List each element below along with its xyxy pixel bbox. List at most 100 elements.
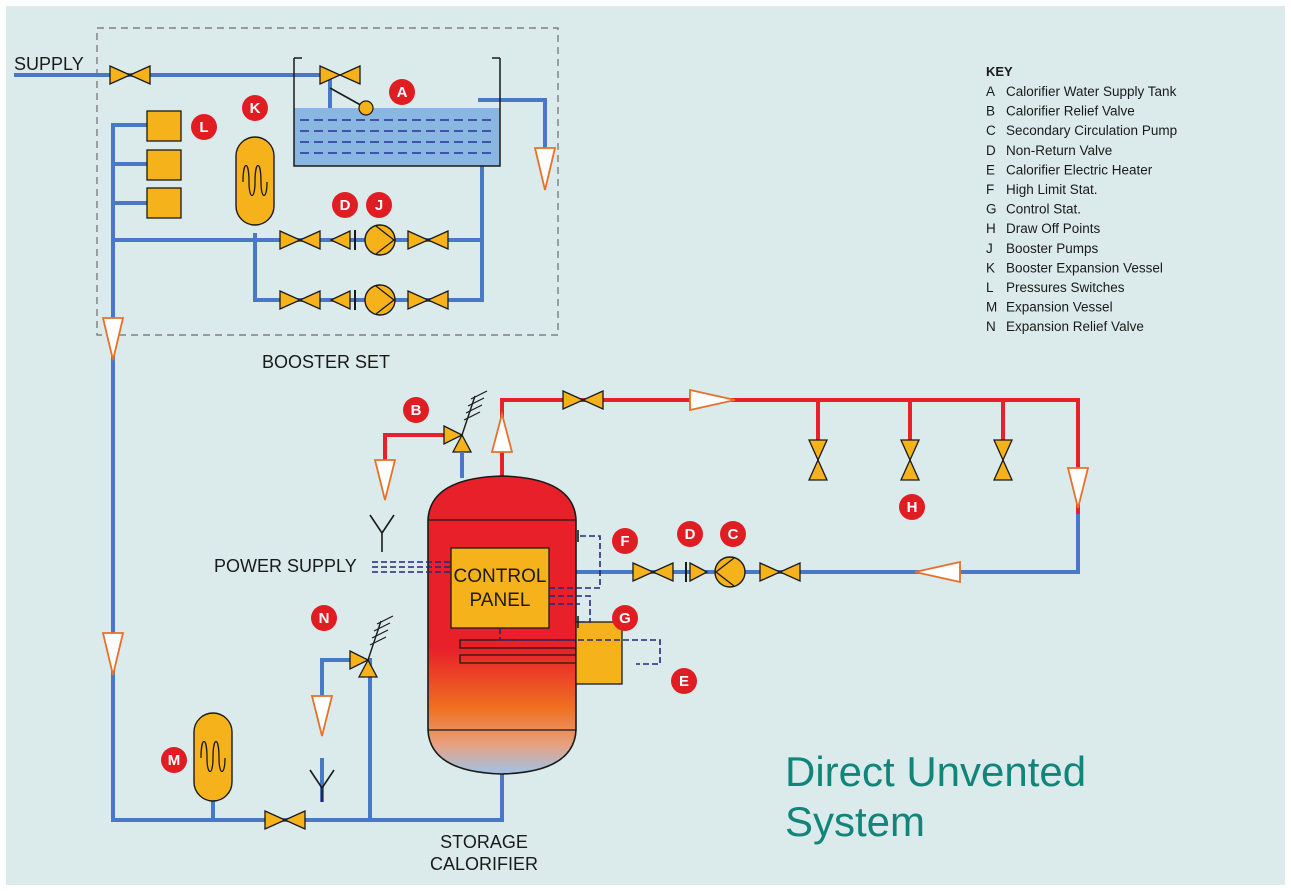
svg-text:H: H: [907, 499, 918, 516]
svg-text:C: C: [728, 526, 739, 543]
svg-text:K: K: [250, 100, 261, 117]
heater-flange: [575, 621, 623, 685]
tundish-b: [369, 514, 395, 552]
key-letter: H: [986, 221, 996, 236]
key-row: A Calorifier Water Supply Tank: [986, 84, 1177, 99]
svg-text:J: J: [375, 197, 383, 214]
flow-arrow-hot-up: [490, 410, 514, 453]
svg-text:D: D: [685, 526, 696, 543]
key-letter: C: [986, 123, 996, 138]
pumps: [364, 224, 746, 588]
badge-m: M: [161, 747, 187, 773]
gate-valve-supply-a: [109, 64, 132, 86]
expansion-vessels: [193, 136, 275, 802]
key-row: B Calorifier Relief Valve: [986, 104, 1135, 119]
flow-arrow-cold-1: [101, 317, 125, 361]
flow-arrow-relief-n: [310, 695, 334, 737]
key-description: Booster Pumps: [1006, 241, 1099, 256]
flow-arrow-return: [914, 560, 961, 584]
non-return-valves: [329, 229, 709, 583]
flow-arrow-overflow: [533, 147, 557, 191]
control-panel: [450, 547, 550, 629]
draw-off-3: [992, 439, 1014, 462]
svg-text:N: N: [319, 610, 330, 627]
pressure-switches: [146, 110, 182, 219]
flow-arrow-cold-2: [101, 632, 125, 676]
badge-a: A: [389, 79, 415, 105]
key-letter: E: [986, 162, 995, 177]
key-letter: D: [986, 143, 996, 158]
badge-c: C: [720, 521, 746, 547]
cold-pipework: [14, 73, 1080, 822]
key-description: Calorifier Water Supply Tank: [1006, 84, 1177, 99]
key-row: M Expansion Vessel: [986, 300, 1113, 315]
key-row: K Booster Expansion Vessel: [986, 260, 1163, 275]
key-description: Expansion Vessel: [1006, 300, 1113, 315]
key-description: High Limit Stat.: [1006, 182, 1098, 197]
key-description: Calorifier Electric Heater: [1006, 162, 1153, 177]
gate-valves: [109, 64, 1014, 831]
flow-arrow-hot-right: [689, 388, 736, 412]
component-badges: A L K D J B F D C G E H N M: [161, 79, 925, 773]
svg-text:M: M: [168, 752, 181, 769]
diagram-title-line2: System: [785, 798, 925, 845]
key-description: Secondary Circulation Pump: [1006, 123, 1177, 138]
badge-l: L: [191, 114, 217, 140]
svg-text:D: D: [340, 197, 351, 214]
badge-g: G: [612, 605, 638, 631]
key-row: E Calorifier Electric Heater: [986, 162, 1153, 177]
key-letter: A: [986, 84, 995, 99]
badge-f: F: [612, 528, 638, 554]
flow-arrow-relief-b: [373, 459, 397, 501]
key-row: F High Limit Stat.: [986, 182, 1098, 197]
control-panel-label-2: PANEL: [470, 590, 531, 611]
key-row: N Expansion Relief Valve: [986, 319, 1144, 334]
control-panel-label-1: CONTROL: [454, 566, 547, 587]
badge-b: B: [403, 397, 429, 423]
badge-e: E: [671, 668, 697, 694]
svg-text:E: E: [679, 673, 689, 690]
flow-arrow-hot-down: [1066, 467, 1090, 509]
key-heading: KEY: [986, 64, 1013, 79]
key-letter: K: [986, 260, 995, 275]
key-letter: G: [986, 202, 997, 217]
key-letter: B: [986, 104, 995, 119]
ballvalve-a: [319, 64, 342, 86]
key-description: Booster Expansion Vessel: [1006, 260, 1163, 275]
svg-text:B: B: [411, 402, 422, 419]
booster-set-boundary: [96, 27, 559, 336]
relief-valves: [349, 390, 488, 678]
badge-k: K: [242, 95, 268, 121]
supply-tank: [293, 57, 501, 167]
badge-d2: D: [677, 521, 703, 547]
key-description: Control Stat.: [1006, 202, 1081, 217]
key-description: Calorifier Relief Valve: [1006, 104, 1135, 119]
key-letter: N: [986, 319, 996, 334]
key-letter: M: [986, 300, 997, 315]
key-letter: J: [986, 241, 993, 256]
draw-off-1: [807, 439, 829, 462]
tundish-drains: [309, 514, 395, 802]
storage-label-1: STORAGE: [440, 832, 528, 852]
badge-h: H: [899, 494, 925, 520]
storage-label-2: CALORIFIER: [430, 854, 538, 874]
svg-text:A: A: [397, 84, 408, 101]
control-wiring: [372, 535, 661, 665]
gate-valve-supply-b: [128, 64, 151, 86]
svg-text:G: G: [619, 610, 631, 627]
key-row: J Booster Pumps: [986, 241, 1099, 256]
key-description: Expansion Relief Valve: [1006, 319, 1144, 334]
svg-text:F: F: [620, 533, 629, 550]
ballvalve-b: [338, 64, 361, 86]
flow-arrows: [101, 147, 1090, 737]
supply-label: SUPPLY: [14, 54, 84, 74]
key-letter: F: [986, 182, 994, 197]
key-row: C Secondary Circulation Pump: [986, 123, 1177, 138]
draw-off-2: [899, 439, 921, 462]
badge-j: J: [366, 192, 392, 218]
badge-n: N: [311, 605, 337, 631]
